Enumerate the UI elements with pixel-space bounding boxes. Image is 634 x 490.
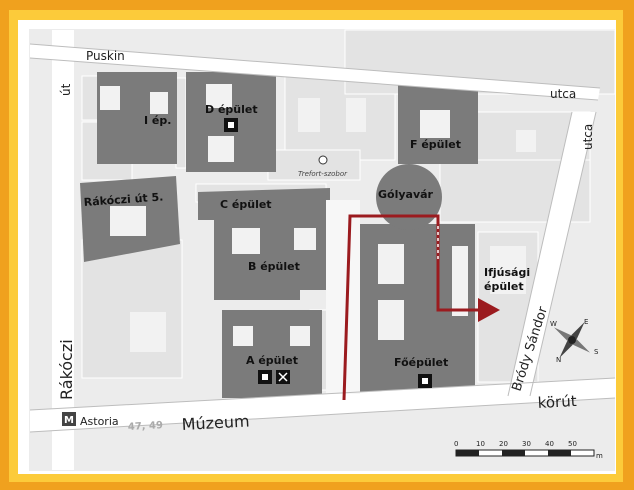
scale-tick: 10 <box>476 440 485 448</box>
compass-n: N <box>556 356 561 364</box>
street-label-utca-top: utca <box>550 87 576 101</box>
label-f-epulet: F épület <box>410 138 461 151</box>
metro-icon <box>62 412 76 426</box>
street-label-korut: körút <box>537 392 577 412</box>
scale-tick: 20 <box>499 440 508 448</box>
street-brody <box>508 112 596 396</box>
building-golyavar <box>376 164 442 230</box>
scale-unit: m <box>596 452 603 460</box>
compass-w: W <box>550 320 557 328</box>
label-tram-lines: 47, 49 <box>128 420 164 433</box>
route-line <box>342 214 484 401</box>
label-c-epulet: C épület <box>220 198 272 211</box>
label-d-epulet: D épület <box>205 103 258 116</box>
foepulet-cafe-icon <box>418 374 432 388</box>
label-astoria: Astoria <box>80 415 119 428</box>
label-ifjusagi-1: Ifjúsági <box>484 266 530 279</box>
label-b-epulet: B épület <box>248 260 300 273</box>
metro-letter: M <box>64 415 74 426</box>
street-label-utca-right: utca <box>581 124 595 150</box>
scale-tick: 50 <box>568 440 577 448</box>
label-foepulet: Főépület <box>394 356 448 369</box>
building-b-c <box>198 188 330 300</box>
campus-walkway <box>326 200 360 394</box>
label-a-epulet: A épület <box>246 354 298 367</box>
scale-bar <box>455 449 595 457</box>
street-rakoczi <box>52 30 74 470</box>
label-golyavar: Gólyavár <box>378 188 434 201</box>
street-label-puskin: Puskin <box>86 49 125 63</box>
label-rakoczi-5: Rákóczi út 5. <box>83 190 163 209</box>
trefort-statue-icon <box>318 155 328 165</box>
route-arrow <box>478 298 500 322</box>
building-a-cutlery-icon <box>276 370 290 384</box>
compass-e: E <box>584 318 588 326</box>
courtyards <box>100 84 536 352</box>
label-trefort: Trefort-szobor <box>298 170 348 178</box>
street-label-rakoczi-ut: út <box>59 83 73 96</box>
building-a-cafe-icon <box>258 370 272 384</box>
scale-tick: 30 <box>522 440 531 448</box>
building-d-cafe-icon <box>224 118 238 132</box>
street-edges <box>29 43 616 433</box>
scale-tick: 40 <box>545 440 554 448</box>
label-ifjusagi-2: épület <box>484 280 524 293</box>
compass-rose-icon <box>553 321 591 359</box>
compass-s: S <box>594 348 599 356</box>
street-puskin <box>30 44 600 100</box>
street-label-muzeum: Múzeum <box>181 411 250 434</box>
scale-tick: 0 <box>454 440 458 448</box>
street-label-rakoczi: Rákóczi <box>57 339 76 400</box>
label-i-ep: I ép. <box>144 114 171 127</box>
streets <box>30 30 615 470</box>
street-muzeum <box>30 378 615 432</box>
